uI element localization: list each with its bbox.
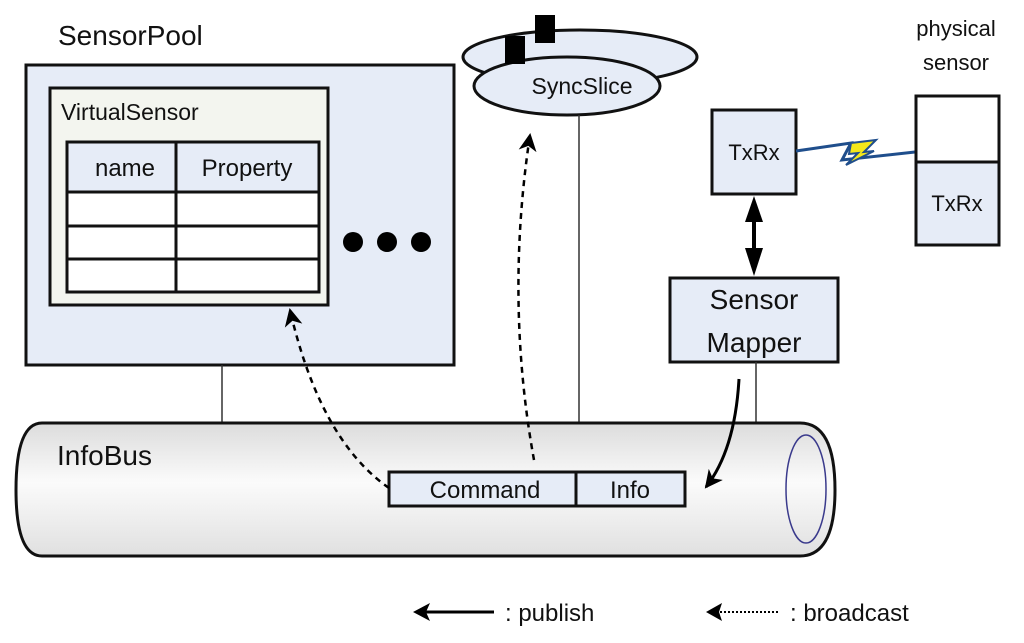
broadcast-arrow-to-virtual-sensor bbox=[284, 308, 390, 490]
sync-slice: SyncSlice bbox=[461, 15, 699, 117]
legend-publish: : publish bbox=[413, 600, 594, 627]
sync-slice-label: SyncSlice bbox=[532, 73, 633, 99]
virtual-sensor-title: VirtualSensor bbox=[61, 99, 199, 125]
legend-broadcast: : broadcast bbox=[706, 600, 909, 627]
sync-slice-marker-icon bbox=[505, 36, 525, 64]
broadcast-arrowhead-icon bbox=[706, 603, 722, 621]
physical-sensor-top bbox=[914, 94, 1001, 164]
physical-sensor-txrx bbox=[914, 160, 1001, 247]
message-box bbox=[387, 470, 687, 508]
message-info: Info bbox=[610, 477, 650, 504]
sensor-mapper-box bbox=[668, 276, 840, 364]
legend: : publish : broadcast bbox=[413, 600, 909, 627]
table-header-name: name bbox=[95, 155, 155, 182]
message-command: Command bbox=[430, 477, 541, 504]
physical-sensor-txrx-label: TxRx bbox=[931, 191, 982, 216]
broadcast-arrow-to-sync-slice bbox=[517, 133, 537, 461]
sensor-mapper-line2: Mapper bbox=[707, 327, 802, 358]
bus-message: Command Info bbox=[387, 470, 687, 508]
info-bus-opening bbox=[785, 434, 827, 544]
more-sensors-ellipsis-icon bbox=[343, 232, 431, 252]
wireless-link-icon bbox=[795, 138, 916, 166]
txrx-box bbox=[710, 108, 798, 196]
publish-arrow-from-sensor-mapper bbox=[704, 378, 741, 489]
sync-slice-marker-icon bbox=[535, 15, 555, 43]
sync-slice-front-disk bbox=[472, 55, 662, 117]
physical-sensor-box: TxRx bbox=[914, 94, 1001, 247]
virtual-sensor-table: name Property bbox=[65, 140, 321, 294]
info-bus-label: InfoBus bbox=[57, 440, 152, 471]
legend-publish-label: : publish bbox=[505, 600, 594, 627]
physical-sensor-title-line1: physical bbox=[916, 16, 995, 41]
bidirectional-arrow-icon bbox=[745, 196, 763, 276]
sensor-mapper-line1: Sensor bbox=[710, 284, 799, 315]
table-header-property: Property bbox=[202, 155, 293, 182]
txrx-label: TxRx bbox=[728, 140, 779, 165]
physical-sensor-title-line2: sensor bbox=[923, 50, 989, 75]
sensor-pool-title: SensorPool bbox=[58, 20, 203, 51]
publish-arrowhead-icon bbox=[413, 603, 430, 621]
table-body bbox=[65, 190, 321, 294]
legend-broadcast-label: : broadcast bbox=[790, 600, 909, 627]
